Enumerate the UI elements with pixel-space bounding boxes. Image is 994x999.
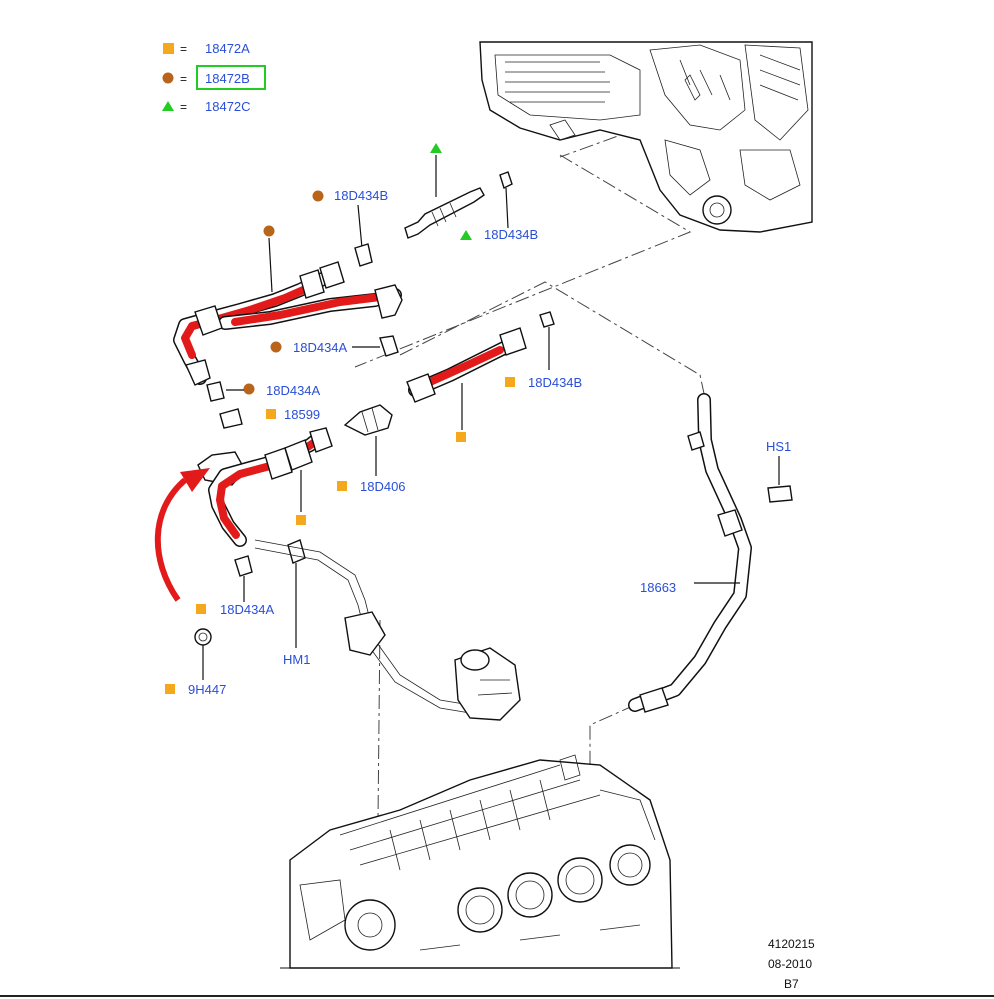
circle-marker xyxy=(312,190,324,202)
intake-manifold-illustration xyxy=(479,41,813,233)
square-marker xyxy=(266,409,276,419)
triangle-marker xyxy=(430,143,442,153)
hose-upper-right: 18D434B xyxy=(406,311,582,442)
callout-18599: 18599 xyxy=(284,407,320,422)
callout-18D434A-mid: 18D434A xyxy=(293,340,348,355)
connector-18599: 18599 xyxy=(219,407,320,429)
square-marker xyxy=(165,684,175,694)
circle-marker xyxy=(263,225,275,237)
legend: = 18472A = 18472B = 18472C xyxy=(162,41,266,114)
legend-code-18472B: 18472B xyxy=(205,71,250,86)
alignment-lines xyxy=(354,127,706,821)
legend-code-18472A: 18472A xyxy=(205,41,250,56)
callout-9H447: 9H447 xyxy=(188,682,226,697)
tube-18663: 18663 HS1 xyxy=(628,393,793,713)
callout-HM1: HM1 xyxy=(283,652,310,667)
figure-revision: B7 xyxy=(784,977,799,991)
tube-18472C: 18D434B xyxy=(404,143,538,242)
clamp-and-bolt: 18D434A 9H447 xyxy=(165,555,275,697)
callout-18D434B-left: 18D434B xyxy=(334,188,388,203)
legend-triangle-marker xyxy=(162,101,174,111)
hose-18472B: 18D434B 18D434A 18D434A xyxy=(173,188,403,402)
pipe-HM1: HM1 xyxy=(254,539,521,721)
square-marker xyxy=(337,481,347,491)
valve-18D406: 18D406 xyxy=(337,404,406,494)
figure-reference: 4120215 08-2010 B7 xyxy=(768,937,815,991)
triangle-marker xyxy=(460,230,472,240)
legend-eq: = xyxy=(180,100,187,114)
legend-circle-marker xyxy=(162,72,174,84)
legend-eq: = xyxy=(180,42,187,56)
callout-18663: 18663 xyxy=(640,580,676,595)
legend-square-marker xyxy=(163,43,174,54)
square-marker xyxy=(196,604,206,614)
red-arrow xyxy=(154,468,210,602)
callout-18D434A-left: 18D434A xyxy=(266,383,321,398)
legend-eq: = xyxy=(180,72,187,86)
legend-code-18472C: 18472C xyxy=(205,99,251,114)
square-marker xyxy=(505,377,515,387)
engine-block-illustration xyxy=(280,754,680,969)
figure-number: 4120215 xyxy=(768,937,815,951)
callout-18D406: 18D406 xyxy=(360,479,406,494)
callout-HS1: HS1 xyxy=(766,439,791,454)
figure-date: 08-2010 xyxy=(768,957,812,971)
hose-lower-left xyxy=(197,427,333,547)
square-marker xyxy=(456,432,466,442)
callout-18D434B-right: 18D434B xyxy=(528,375,582,390)
callout-18D434A-lower: 18D434A xyxy=(220,602,275,617)
circle-marker xyxy=(270,341,282,353)
square-marker xyxy=(296,515,306,525)
legend-highlight-box xyxy=(196,65,266,90)
circle-marker xyxy=(243,383,255,395)
callout-18D434B-upper: 18D434B xyxy=(484,227,538,242)
